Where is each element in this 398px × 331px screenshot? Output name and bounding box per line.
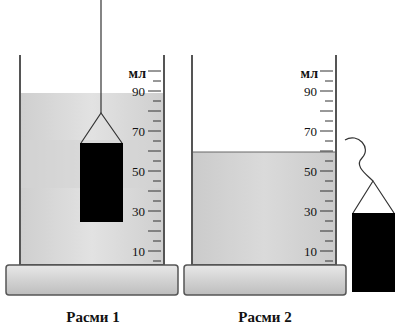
scale-tick	[325, 161, 333, 162]
scale-tick	[325, 81, 333, 82]
scale-number: 90	[132, 85, 145, 98]
scale-number: 50	[304, 165, 317, 178]
scale-number: 10	[132, 245, 145, 258]
scale-tick	[148, 231, 161, 232]
scale-tick	[153, 161, 161, 162]
scale-tick	[320, 71, 333, 72]
scale-tick	[148, 211, 161, 212]
scale-number: 30	[304, 205, 317, 218]
scale-tick	[153, 221, 161, 222]
scale-tick	[148, 91, 161, 92]
scale-tick	[148, 131, 161, 132]
water-level	[193, 152, 335, 153]
thread	[345, 138, 373, 181]
scale-tick	[148, 151, 161, 152]
thread	[100, 0, 101, 113]
thread-loop	[353, 181, 394, 213]
scale-number: 70	[304, 125, 317, 138]
scale-tick	[153, 81, 161, 82]
scale-number: 70	[132, 125, 145, 138]
scale-tick	[325, 121, 333, 122]
scale-tick	[320, 91, 333, 92]
glass-wall	[192, 55, 336, 265]
unit-label: мл	[301, 67, 318, 81]
scale-ticks	[148, 71, 333, 261]
scale-tick	[320, 151, 333, 152]
scale-tick	[153, 121, 161, 122]
scale-tick	[153, 101, 161, 102]
scale-tick	[320, 231, 333, 232]
scale-tick	[153, 181, 161, 182]
scale-tick	[148, 191, 161, 192]
scale-number: 30	[132, 205, 145, 218]
weight-block	[352, 213, 395, 292]
scale-number: 50	[132, 165, 145, 178]
scale-tick	[325, 221, 333, 222]
scale-number: 10	[304, 245, 317, 258]
scale-tick	[148, 71, 161, 72]
scale-tick	[153, 241, 161, 242]
unit-label: мл	[129, 67, 146, 81]
water	[193, 152, 335, 265]
figure-caption: Расми 2	[238, 310, 291, 325]
scale-tick	[153, 261, 161, 262]
cylinder-base	[184, 265, 346, 295]
scale-tick	[325, 101, 333, 102]
scale-tick	[320, 211, 333, 212]
scale-number: 90	[304, 85, 317, 98]
scale-tick	[325, 181, 333, 182]
thread-loop	[81, 113, 122, 143]
scale-tick	[153, 141, 161, 142]
scale-tick	[148, 111, 161, 112]
weight-block	[80, 143, 123, 222]
glass-wall	[20, 55, 164, 265]
scale-tick	[320, 191, 333, 192]
scale-tick	[320, 111, 333, 112]
scale-tick	[148, 171, 161, 172]
scale-tick	[325, 201, 333, 202]
water	[21, 93, 163, 265]
scale-tick	[320, 171, 333, 172]
cylinder-base	[6, 265, 178, 295]
scale-tick	[320, 131, 333, 132]
figure-caption: Расми 1	[66, 310, 119, 325]
scale-tick	[325, 141, 333, 142]
scale-tick	[325, 241, 333, 242]
scale-tick	[148, 251, 161, 252]
scale-tick	[325, 261, 333, 262]
scale-tick	[320, 251, 333, 252]
scale-tick	[153, 201, 161, 202]
